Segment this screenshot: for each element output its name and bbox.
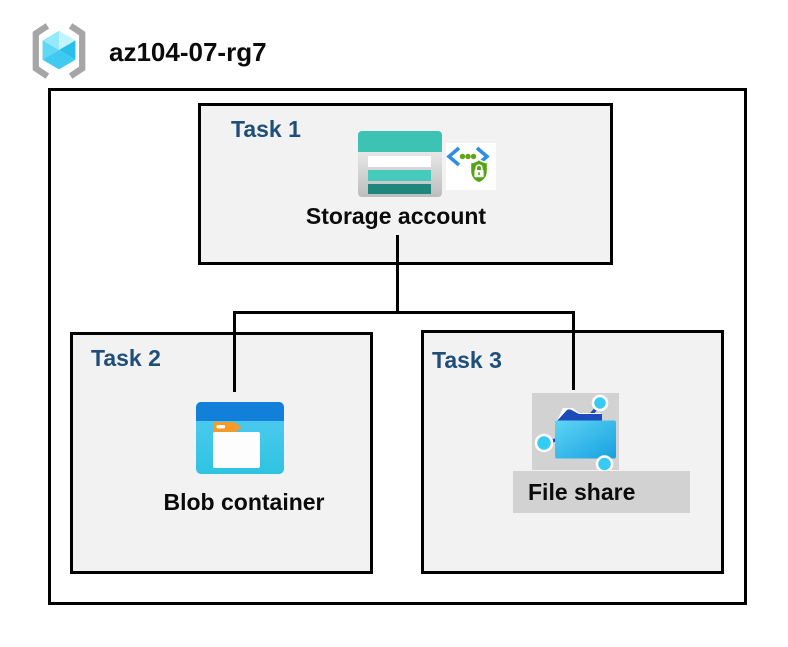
file-share-label-highlight: File share <box>513 471 690 513</box>
storage-account-icon <box>358 131 442 197</box>
storage-account-label: Storage account <box>305 203 487 229</box>
secure-access-lock-icon <box>446 143 496 190</box>
file-share-label: File share <box>528 478 636 505</box>
task1-box: Task 1 <box>198 103 613 265</box>
resource-group-title: az104-07-rg7 <box>109 37 267 67</box>
blob-container-icon <box>196 402 284 474</box>
resource-group-brackets-cube-icon <box>32 23 86 79</box>
connector-storage-stem <box>396 235 399 314</box>
resource-group-header <box>28 22 90 80</box>
connector-to-blob-container <box>233 311 236 392</box>
task2-box: Task 2 Blob container <box>70 332 373 574</box>
connector-to-file-share <box>572 311 575 390</box>
task1-label: Task 1 <box>231 116 301 142</box>
file-share-icon-highlight <box>532 393 619 473</box>
file-share-icon <box>534 394 616 473</box>
blob-container-label: Blob container <box>163 489 325 515</box>
connector-branch-horizontal <box>233 311 575 314</box>
task2-label: Task 2 <box>91 345 161 371</box>
task3-label: Task 3 <box>432 347 502 373</box>
